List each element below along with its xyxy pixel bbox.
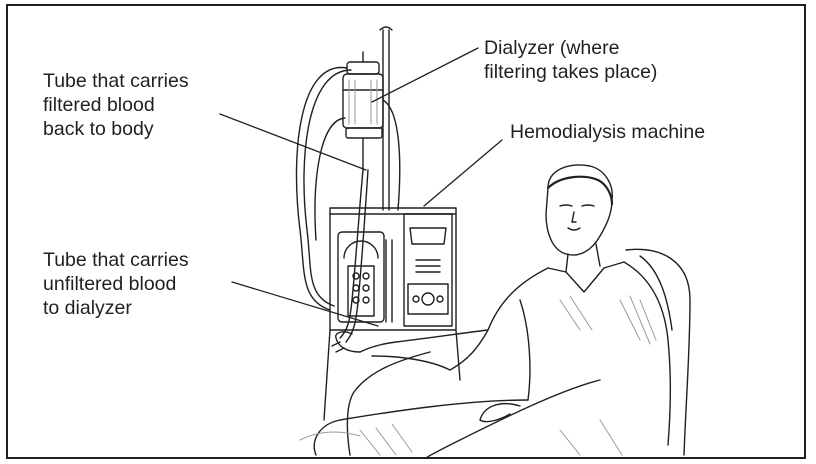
iv-pole: [380, 27, 392, 210]
patient: [314, 165, 690, 458]
dialyzer-label: Dialyzer (where filtering takes place): [484, 36, 657, 84]
unfiltered-blood-tube-label: Tube that carries unfiltered blood to di…: [43, 248, 189, 320]
hemodialysis-machine: [324, 208, 460, 420]
hemodialysis-machine-label: Hemodialysis machine: [510, 120, 705, 144]
filtered-blood-tube-label: Tube that carries filtered blood back to…: [43, 69, 189, 141]
